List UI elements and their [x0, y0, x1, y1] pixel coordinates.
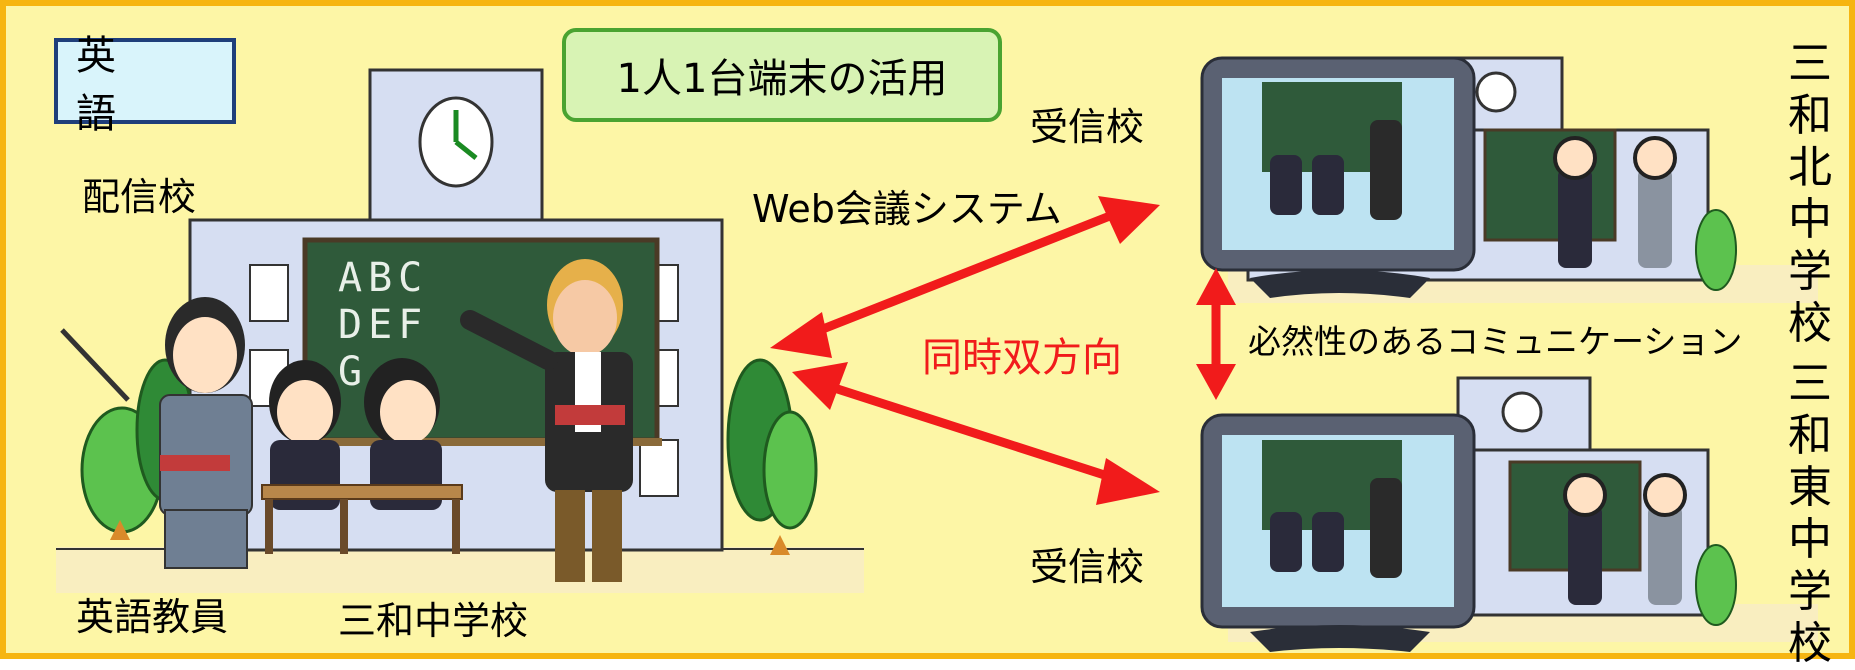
receiver-school-2-char: 校	[1788, 618, 1832, 669]
sync-label: 同時双方向	[922, 335, 1122, 381]
teacher-woman	[60, 297, 253, 569]
receiver-school-1-char: 三	[1788, 38, 1832, 89]
teacher-man	[460, 259, 633, 582]
clock-icon	[418, 96, 494, 188]
receiver-school-2-name: 三 和 東 中 学 校	[1784, 358, 1836, 670]
receiver-school-2-char: 学	[1788, 566, 1832, 617]
arrow-sync-bidirectional	[792, 362, 1160, 505]
teacher-label: 英語教員	[76, 595, 229, 639]
receiver-school-1-char: 和	[1788, 90, 1832, 141]
communication-label: 必然性のあるコミュニケーション	[1248, 322, 1743, 361]
blackboard-line-2: DEF	[338, 302, 429, 348]
receiver-school-1-char: 校	[1788, 298, 1832, 349]
receiver-school-1-char: 学	[1788, 246, 1832, 297]
web-meeting-label: Web会議システム	[752, 187, 1062, 231]
students-desks	[261, 358, 463, 554]
receiver-label-top: 受信校	[1030, 105, 1145, 149]
receiver-school-1-name: 三 和 北 中 学 校	[1784, 38, 1836, 350]
sender-school-label: 配信校	[82, 175, 197, 219]
monitor-top	[1200, 56, 1476, 298]
subject-box: 英 語	[54, 33, 236, 137]
arrow-web-meeting	[770, 196, 1160, 358]
receiver-school-2-char: 和	[1788, 410, 1832, 461]
monitor-bottom	[1200, 413, 1476, 652]
blackboard-line-1: ABC	[338, 255, 429, 301]
tree-right	[726, 358, 818, 555]
sender-school-name: 三和中学校	[338, 599, 529, 643]
receiver-school-2-char: 東	[1788, 462, 1832, 513]
receiver-school-2-char: 中	[1788, 514, 1832, 565]
title-box: 1人1台端末の活用	[562, 28, 1002, 122]
receiver-school-2-char: 三	[1788, 358, 1832, 409]
blackboard-line-3: G	[338, 349, 369, 395]
receiver-school-1-char: 北	[1788, 142, 1832, 193]
receiver-school-1-char: 中	[1788, 194, 1832, 245]
arrow-communication	[1196, 268, 1236, 400]
receiver-label-bottom: 受信校	[1030, 545, 1145, 589]
